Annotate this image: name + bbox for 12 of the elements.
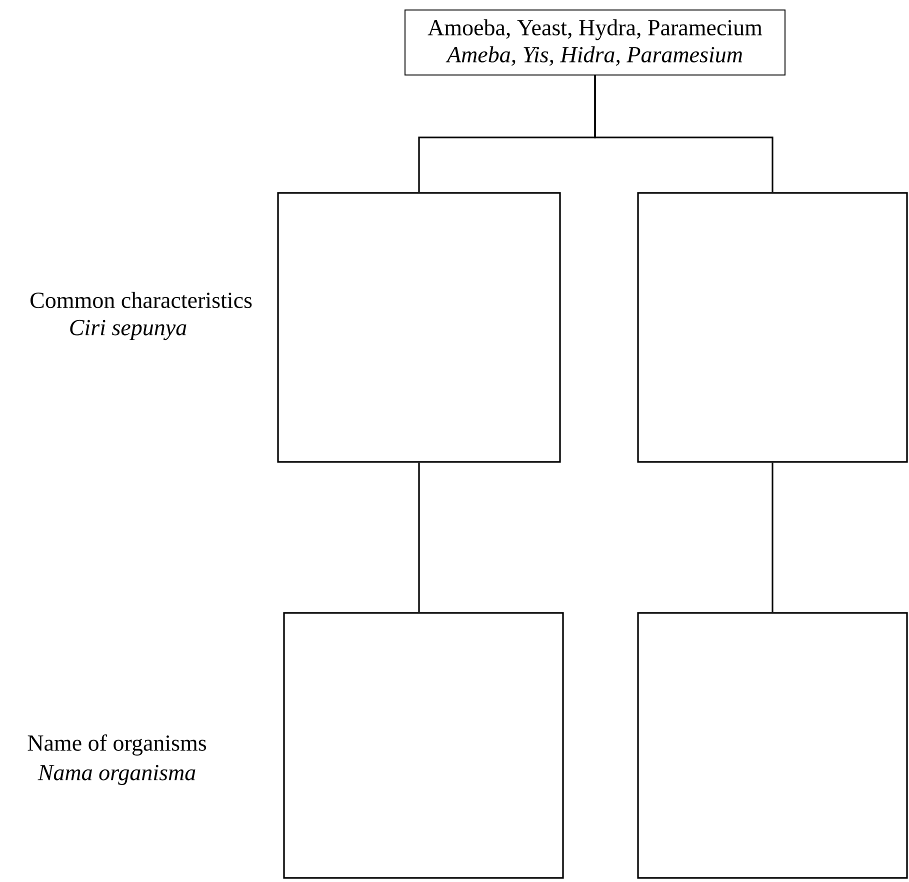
- empty-box: [277, 192, 561, 463]
- row-label: Name of organisms: [28, 734, 206, 756]
- empty-box: [283, 612, 564, 879]
- row-label: Ciri sepunya: [70, 320, 186, 340]
- connector-line: [772, 462, 774, 612]
- empty-box: [637, 192, 908, 463]
- connector-line: [594, 75, 774, 192]
- row-label: Common characteristics: [30, 292, 252, 308]
- connector-line: [418, 462, 420, 612]
- text-box: Amoeba, Yeast, Hydra, Paramecium Ameba, Yis, Hidra, Paramesium: [404, 9, 786, 76]
- row-label: Nama organisma: [38, 764, 196, 786]
- empty-box: [637, 612, 908, 879]
